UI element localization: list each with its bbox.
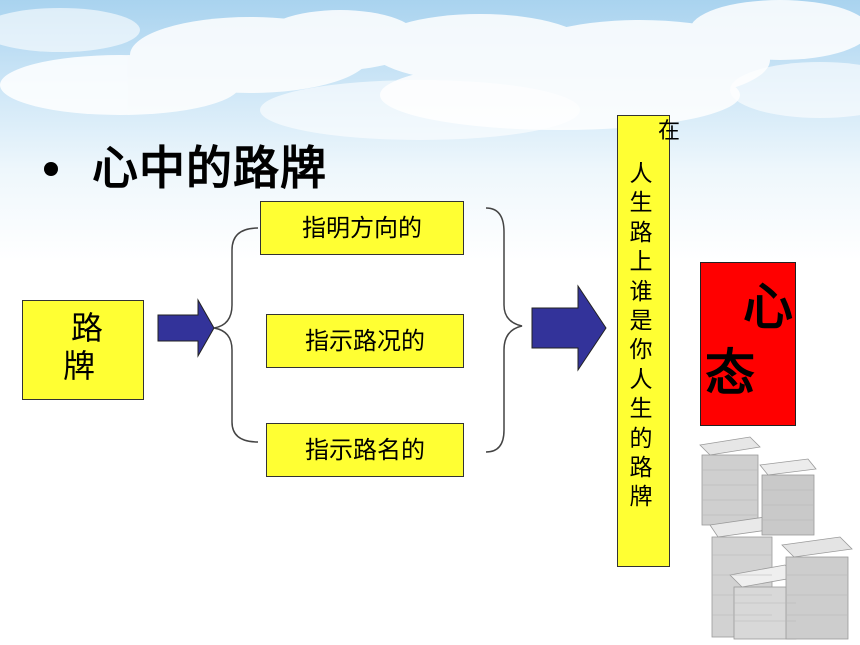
sky-clouds-background	[0, 0, 860, 140]
vertical-char: 路	[629, 455, 653, 482]
paper-stacks-image	[699, 436, 853, 640]
page-title: 心中的路牌	[92, 141, 327, 195]
arrow-right-icon	[157, 298, 215, 358]
vertical-char: 生	[629, 190, 653, 217]
item-box-road-condition: 指示路况的	[266, 314, 464, 368]
vertical-char: 谁	[629, 278, 653, 305]
right-brace	[485, 207, 523, 453]
result-char1: 心	[743, 278, 793, 336]
vertical-char: 人	[629, 161, 653, 187]
vertical-char: 是	[629, 308, 653, 335]
source-box-line1: 路	[71, 309, 104, 347]
vertical-char: 你	[629, 337, 653, 364]
vertical-char: 的	[629, 425, 653, 452]
vertical-char: 人	[629, 366, 653, 393]
vertical-text-first: 在	[658, 119, 681, 144]
item-box-direction: 指明方向的	[260, 201, 464, 255]
vertical-text-box: 在 人 生 路 上 谁 是 你 人 生 的 路 牌	[617, 115, 680, 567]
source-box-line2: 牌	[63, 347, 96, 385]
result-box: 心 态	[700, 262, 796, 426]
result-char2: 态	[705, 344, 755, 402]
item-box-road-name: 指示路名的	[266, 423, 464, 477]
vertical-char: 生	[629, 396, 653, 423]
vertical-char: 路	[629, 219, 653, 246]
bullet-dot	[44, 162, 58, 176]
vertical-char: 上	[629, 249, 653, 276]
arrow-right-icon	[531, 284, 607, 372]
left-brace	[213, 227, 259, 443]
vertical-text-chars: 人 生 路 上 谁 是 你 人 生 的 路 牌	[626, 160, 656, 513]
source-box: 路 牌	[22, 300, 144, 400]
vertical-char: 牌	[629, 484, 653, 511]
